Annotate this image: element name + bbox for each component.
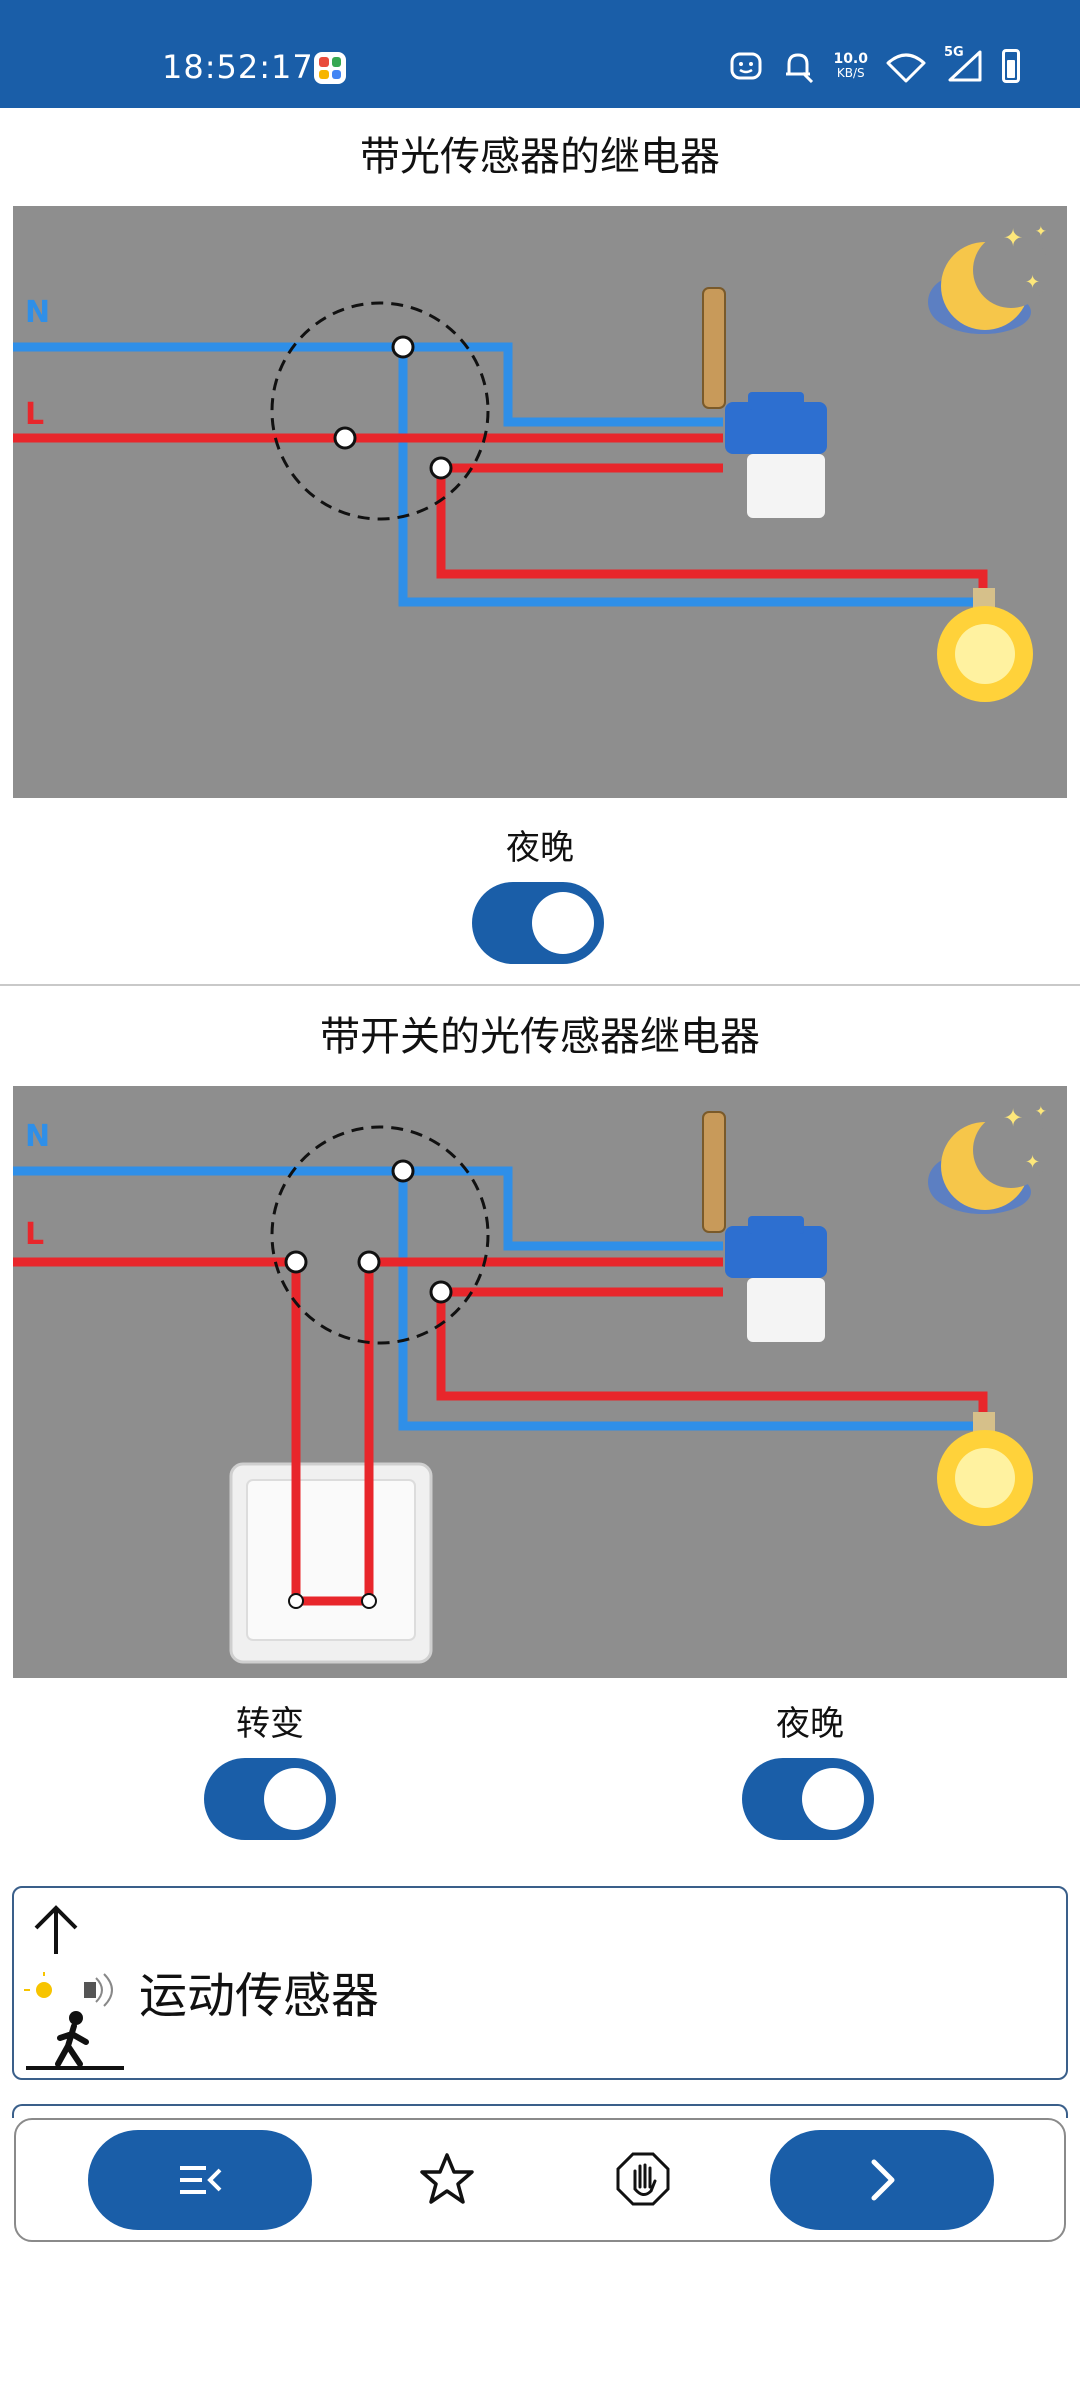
menu-collapse-icon [180, 2166, 222, 2194]
svg-text:✦: ✦ [1025, 272, 1040, 293]
cellular-signal: 5G [944, 45, 984, 83]
toggle-label-night: 夜晚 [506, 828, 574, 868]
svg-text:✦: ✦ [1035, 1104, 1047, 1120]
switch-toggle[interactable] [204, 1758, 336, 1840]
next-button[interactable] [770, 2130, 994, 2230]
section-title-light-sensor-switch-relay: 带开关的光传感器继电器 [320, 1014, 760, 1060]
face-notification-icon [730, 52, 762, 80]
network-speed-unit: KB/S [836, 66, 865, 80]
svg-text:✦: ✦ [1025, 1152, 1040, 1173]
motion-sensor-label: 运动传感器 [139, 1968, 380, 2024]
svg-text:✦: ✦ [1035, 224, 1047, 240]
muted-bell-icon [786, 53, 814, 83]
night-moon-icon: ✦ ✦ ✦ [928, 224, 1049, 334]
motion-sensor-icon [24, 1972, 124, 2070]
live-label: L [25, 1217, 44, 1252]
network-speed: 10.0 KB/S [833, 52, 868, 80]
wiring-diagram-light-sensor: ✦ ✦ ✦ N L [13, 206, 1067, 798]
star-icon [420, 2153, 474, 2204]
favorite-button[interactable] [414, 2146, 480, 2212]
svg-text:✦: ✦ [1003, 224, 1023, 252]
stop-button[interactable] [610, 2146, 676, 2212]
live-label: L [25, 397, 44, 432]
light-sensor-icon [702, 1111, 827, 1342]
battery-icon [1002, 49, 1020, 83]
night-toggle[interactable] [472, 882, 604, 964]
toggle-knob [532, 892, 594, 954]
network-speed-value: 10.0 [833, 51, 868, 67]
status-icons: 10.0 KB/S 5G [729, 44, 1020, 88]
motion-sensor-card[interactable]: 运动传感器 [12, 1886, 1068, 2080]
section-title-light-sensor-relay: 带光传感器的继电器 [360, 134, 720, 180]
light-bulb-icon [937, 588, 1033, 702]
light-sensor-icon [702, 287, 827, 518]
night-moon-icon: ✦ ✦ ✦ [928, 1104, 1049, 1214]
signal-icon [948, 50, 982, 82]
night-toggle-2[interactable] [742, 1758, 874, 1840]
hand-stop-icon [616, 2152, 670, 2206]
svg-text:✦: ✦ [1003, 1104, 1023, 1132]
next-card-edge [12, 2104, 1068, 2118]
toggle-knob [264, 1768, 326, 1830]
toggle-label-night: 夜晚 [776, 1704, 844, 1744]
chevron-right-icon [871, 2159, 895, 2201]
bottom-navigation-bar [14, 2118, 1066, 2242]
wiring-diagram-light-sensor-switch: ✦ ✦ ✦ N L [13, 1086, 1067, 1678]
signal-type-label: 5G [944, 45, 964, 60]
status-bar: 18:52:17 10.0 KB/S 5G [0, 0, 1080, 108]
wifi-icon [886, 53, 926, 83]
neutral-label: N [25, 295, 50, 330]
status-time: 18:52:17 [162, 48, 314, 86]
up-arrow-icon [34, 1905, 78, 1954]
section-divider [0, 984, 1080, 986]
neutral-label: N [25, 1119, 50, 1154]
menu-button[interactable] [88, 2130, 312, 2230]
app-notification-icon [314, 52, 346, 84]
light-bulb-icon [937, 1412, 1033, 1526]
toggle-knob [802, 1768, 864, 1830]
toggle-label-switch: 转变 [236, 1704, 304, 1744]
